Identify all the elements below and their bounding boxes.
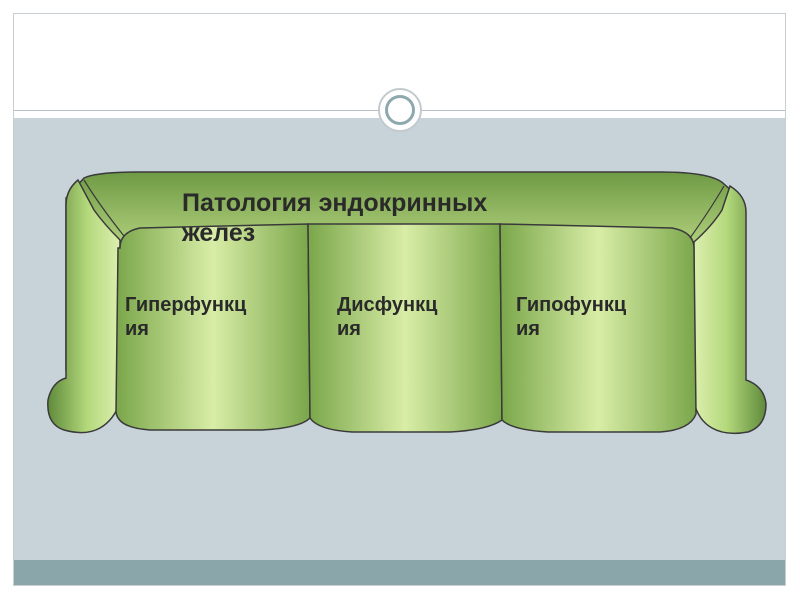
ring-inner [385, 95, 415, 125]
sofa-left-arm [47, 178, 121, 434]
cushion-3 [499, 223, 697, 433]
title-line-2: желез [182, 219, 256, 247]
cushion-1 [115, 223, 311, 431]
title-line-1: Патология эндокринных [182, 189, 488, 217]
label-line-1: Гиперфункц [125, 294, 247, 316]
label-line-2: ия [516, 318, 540, 340]
diagram-title: Патология эндокринных желез [182, 188, 582, 248]
label-line-2: ия [337, 318, 361, 340]
cushion-2 [307, 223, 503, 433]
label-line-2: ия [125, 318, 149, 340]
label-line-1: Дисфункц [337, 294, 438, 316]
cushion-label-dysfunction: Дисфункц ия [337, 293, 487, 341]
footer-bar [14, 560, 785, 585]
sofa-back-seam-right [689, 185, 725, 239]
sofa-back-seam-left [83, 179, 125, 237]
sofa-right-arm [693, 184, 767, 435]
label-line-1: Гипофункц [516, 294, 627, 316]
cushion-label-hypofunction: Гипофункц ия [516, 293, 691, 341]
circle-ring-icon [378, 88, 422, 132]
cushion-label-hyperfunction: Гиперфункц ия [125, 293, 300, 341]
